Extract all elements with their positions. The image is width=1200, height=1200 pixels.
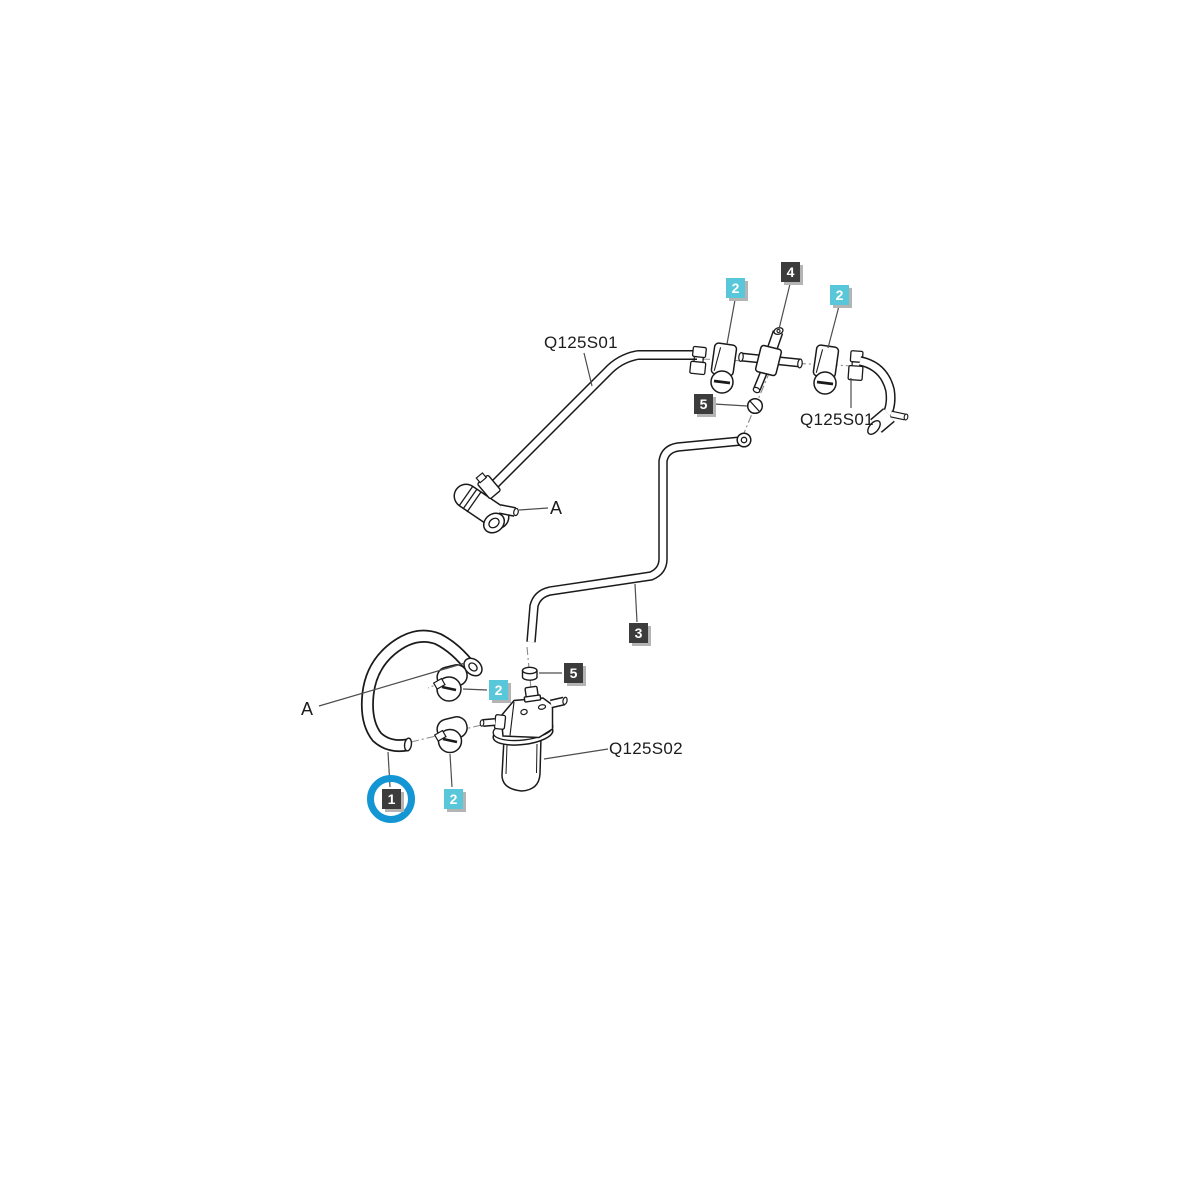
clamp-block-right bbox=[812, 344, 840, 395]
callout-5-middle[interactable]: 5 bbox=[564, 663, 583, 683]
callout-3[interactable]: 3 bbox=[629, 623, 648, 643]
hose-q125s01-left bbox=[485, 350, 697, 494]
ref-label-a-bottom: A bbox=[301, 699, 314, 719]
part-label-q125s02: Q125S02 bbox=[609, 739, 683, 758]
hose-q125s01-right bbox=[858, 356, 909, 435]
grommet-lower bbox=[521, 666, 538, 681]
hose-clamp-lower bbox=[433, 716, 468, 754]
callout-2-middle[interactable]: 2 bbox=[489, 680, 508, 700]
callout-4[interactable]: 4 bbox=[781, 262, 800, 282]
hose-lower bbox=[360, 629, 483, 753]
part-label-q125s01-left: Q125S01 bbox=[544, 333, 618, 352]
ref-label-a-top: A bbox=[550, 498, 563, 518]
assembly-center-lines bbox=[410, 358, 855, 743]
callout-2-top-right[interactable]: 2 bbox=[830, 285, 849, 305]
selection-ring bbox=[367, 775, 415, 823]
callout-2-top-left[interactable]: 2 bbox=[726, 278, 745, 298]
pipe-middle bbox=[526, 432, 752, 643]
fuel-filter bbox=[479, 685, 568, 792]
grommet-upper bbox=[746, 397, 764, 415]
part-label-q125s01-right: Q125S01 bbox=[800, 410, 874, 429]
callout-1-highlighted[interactable]: 1 bbox=[382, 789, 401, 809]
hose-clamp-upper bbox=[432, 664, 468, 702]
leader-lines bbox=[318, 283, 852, 788]
clamp-block-left bbox=[710, 342, 738, 394]
t-joint bbox=[738, 326, 803, 394]
callout-5-top[interactable]: 5 bbox=[694, 394, 713, 414]
callout-2-bottom[interactable]: 2 bbox=[444, 789, 463, 809]
fuel-valve bbox=[453, 472, 519, 534]
hose-end-clamp-left bbox=[689, 345, 707, 376]
